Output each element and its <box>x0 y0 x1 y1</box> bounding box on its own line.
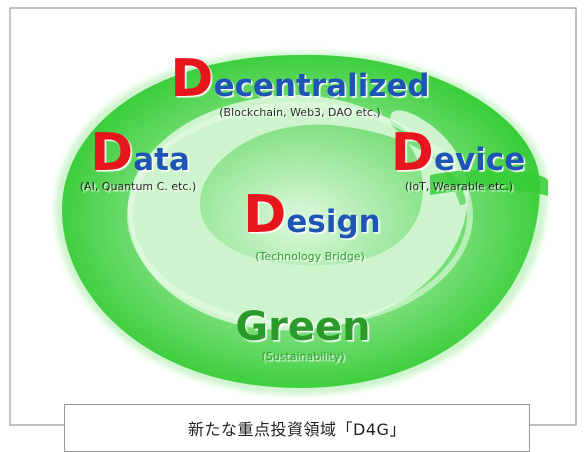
item-design: Design (Technology Bridge) <box>243 185 381 263</box>
device-initial: D <box>391 123 434 183</box>
decentralized-note: (Blockchain, Web3, DAO etc.) <box>219 106 380 119</box>
design-initial: D <box>243 185 286 245</box>
data-note: (AI, Quantum C. etc.) <box>80 180 196 193</box>
caption-box: 新たな重点投資領域「D4G」 <box>64 404 530 452</box>
green-swirl <box>55 51 548 395</box>
svg-text:Device: Device <box>391 123 525 183</box>
data-rest: ata <box>133 142 190 178</box>
item-data: Data (AI, Quantum C. etc.) <box>80 123 196 193</box>
design-rest: esign <box>286 204 380 240</box>
device-rest: evice <box>434 142 525 178</box>
decentralized-initial: D <box>170 49 213 109</box>
item-decentralized: Decentralized (Blockchain, Web3, DAO etc… <box>170 49 429 119</box>
data-initial: D <box>90 123 133 183</box>
svg-text:Design: Design <box>243 185 381 245</box>
device-note: (IoT, Wearable etc.) <box>405 180 513 193</box>
decentralized-rest: ecentralized <box>214 68 430 104</box>
design-note: (Technology Bridge) <box>255 250 365 263</box>
item-device: Device (IoT, Wearable etc.) <box>391 123 525 193</box>
caption-text: 新たな重点投資領域「D4G」 <box>188 420 406 439</box>
item-green: Green (Sustainability) <box>235 304 370 363</box>
frame-outline <box>9 7 577 426</box>
green-title: Green <box>235 304 370 350</box>
svg-text:Data: Data <box>90 123 190 183</box>
green-note: (Sustainability) <box>261 350 344 363</box>
svg-text:Decentralized: Decentralized <box>170 49 429 109</box>
